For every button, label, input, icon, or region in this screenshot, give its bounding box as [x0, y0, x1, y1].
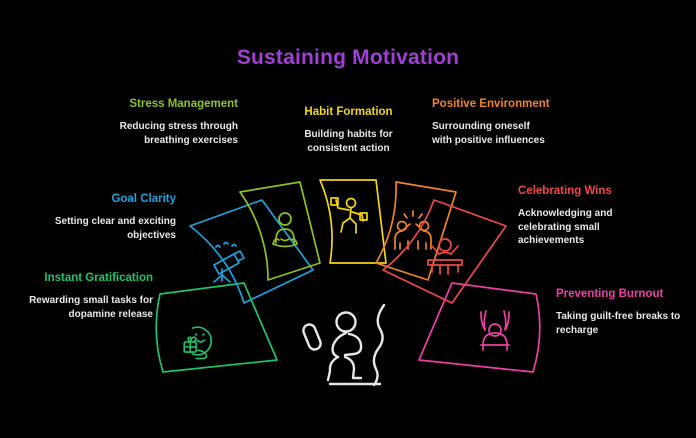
label-heading-stress-management: Stress Management — [129, 98, 238, 110]
segment-celebrating-wins[interactable] — [382, 199, 507, 304]
segment-goal-clarity[interactable] — [189, 199, 314, 304]
gift-hand-icon — [183, 326, 213, 360]
label-stress-management: Stress Management Reducing stress throug… — [118, 97, 238, 147]
segment-shape-positive-environment — [375, 181, 457, 281]
page-title: Sustaining Motivation — [236, 46, 460, 69]
label-celebrating-wins: Celebrating Wins Acknowledging and celeb… — [518, 184, 658, 248]
label-desc-preventing-burnout: Taking guilt-free breaks to recharge — [556, 311, 681, 336]
telescope-icon — [213, 241, 245, 283]
segment-shape-habit-formation — [319, 179, 387, 264]
label-desc-celebrating-wins: Acknowledging and celebrating small achi… — [518, 208, 613, 246]
label-instant-gratification: Instant Gratification Rewarding small ta… — [8, 271, 153, 321]
celebration-desk-icon — [427, 238, 463, 275]
label-habit-formation: Habit Formation Building habits for cons… — [282, 105, 415, 155]
running-person-icon — [302, 303, 386, 387]
label-desc-habit-formation: Building habits for consistent action — [304, 129, 393, 154]
segment-shape-stress-management — [239, 181, 321, 281]
label-goal-clarity: Goal Clarity Setting clear and exciting … — [38, 192, 176, 242]
label-desc-stress-management: Reducing stress through breathing exerci… — [119, 121, 238, 146]
segment-preventing-burnout[interactable] — [418, 282, 541, 373]
label-preventing-burnout: Preventing Burnout Taking guilt-free bre… — [556, 287, 692, 337]
label-positive-environment: Positive Environment Surrounding oneself… — [432, 97, 552, 147]
segment-shape-instant-gratification — [155, 282, 278, 373]
label-heading-preventing-burnout: Preventing Burnout — [556, 288, 664, 300]
segment-shape-preventing-burnout — [418, 282, 541, 373]
meditation-icon — [272, 212, 298, 248]
label-desc-instant-gratification: Rewarding small tasks for dopamine relea… — [29, 295, 153, 320]
label-heading-celebrating-wins: Celebrating Wins — [518, 185, 612, 197]
label-heading-goal-clarity: Goal Clarity — [111, 193, 176, 205]
segment-habit-formation[interactable] — [319, 179, 387, 264]
segment-stress-management[interactable] — [239, 181, 321, 281]
segment-shape-goal-clarity — [189, 199, 314, 304]
segment-shape-celebrating-wins — [382, 199, 507, 304]
label-desc-positive-environment: Surrounding oneself with positive influe… — [432, 121, 545, 146]
label-heading-positive-environment: Positive Environment — [432, 98, 550, 110]
high-five-icon — [394, 210, 432, 250]
habit-person-icon — [330, 197, 368, 234]
label-heading-instant-gratification: Instant Gratification — [44, 272, 153, 284]
label-heading-habit-formation: Habit Formation — [304, 106, 393, 118]
label-desc-goal-clarity: Setting clear and exciting objectives — [54, 216, 176, 241]
hammock-rest-icon — [480, 310, 510, 351]
